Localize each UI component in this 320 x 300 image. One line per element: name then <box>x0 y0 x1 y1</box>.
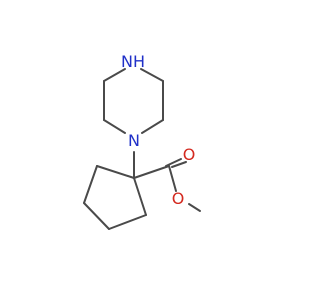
bond-n1-c5 <box>103 119 126 134</box>
bond-cq-ca <box>96 165 135 179</box>
bond-carbonyl-double-2 <box>171 161 187 168</box>
bond-carbonyl-double-1 <box>165 158 182 167</box>
methyl-ester-group <box>133 158 201 212</box>
carbonyl-oxygen-label: O <box>183 145 196 164</box>
piperazine-ring <box>103 68 164 134</box>
bond-cb-cc <box>83 202 110 230</box>
bond-ester-o-methyl <box>188 203 201 212</box>
bond-cd-cq <box>133 177 147 216</box>
bond-c3-n1 <box>141 119 164 134</box>
amine-nh-label: NH <box>121 52 145 71</box>
cyclopentane-ring <box>83 165 147 230</box>
bond-nh-c2 <box>140 68 164 82</box>
tertiary-amine-n-label: N <box>128 131 140 150</box>
bond-cq-carbonyl-carbon <box>133 165 170 179</box>
structure-canvas: NH N O O <box>83 52 201 230</box>
bond-ca-cb <box>83 165 98 204</box>
bond-cc-cd <box>108 214 147 230</box>
bond-carbonyl-single <box>168 165 177 192</box>
bond-c6-nh <box>103 68 126 82</box>
ester-oxygen-label: O <box>172 189 185 208</box>
